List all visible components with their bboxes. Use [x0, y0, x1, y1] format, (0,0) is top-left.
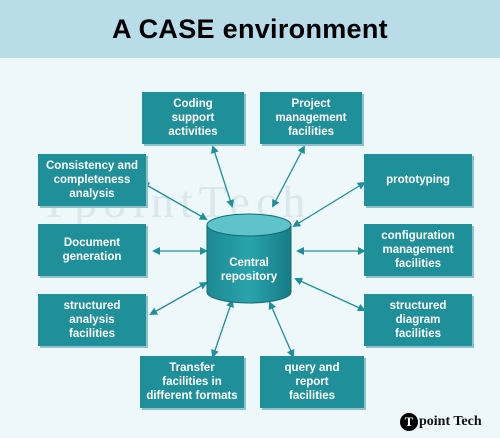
- title-bar: A CASE environment: [0, 0, 500, 58]
- arrow-query: [268, 301, 295, 358]
- page-title: A CASE environment: [112, 13, 388, 44]
- transfer-facilities-box: Transfer facilities in different formats: [140, 356, 244, 408]
- arrow-consistency: [141, 182, 208, 220]
- logo-text: point Tech: [419, 414, 482, 429]
- central-repository-label: Central repository: [220, 257, 278, 283]
- configuration-management-box: configuration management facilities: [364, 224, 472, 276]
- structured-analysis-box: structured analysis facilities: [38, 294, 146, 346]
- project-management-box: Project management facilities: [260, 92, 362, 144]
- arrow-coding: [211, 145, 234, 208]
- query-report-box: query and report facilities: [260, 356, 364, 408]
- central-repository-cylinder: [206, 213, 292, 304]
- logo-mark: T: [400, 413, 418, 431]
- tpoint-tech-logo: T point Tech: [400, 413, 482, 431]
- arrow-structured-analysis: [149, 282, 208, 315]
- arrow-prototyping: [292, 181, 366, 228]
- coding-support-box: Coding support activities: [142, 92, 244, 144]
- prototyping-box: prototyping: [364, 154, 472, 206]
- arrow-structured-diagram: [294, 277, 366, 312]
- arrow-project: [272, 145, 305, 208]
- document-generation-box: Document generation: [38, 224, 146, 276]
- arrow-transfer: [211, 299, 234, 358]
- consistency-analysis-box: Consistency and completeness analysis: [38, 154, 146, 206]
- structured-diagram-box: structured diagram facilities: [364, 294, 472, 346]
